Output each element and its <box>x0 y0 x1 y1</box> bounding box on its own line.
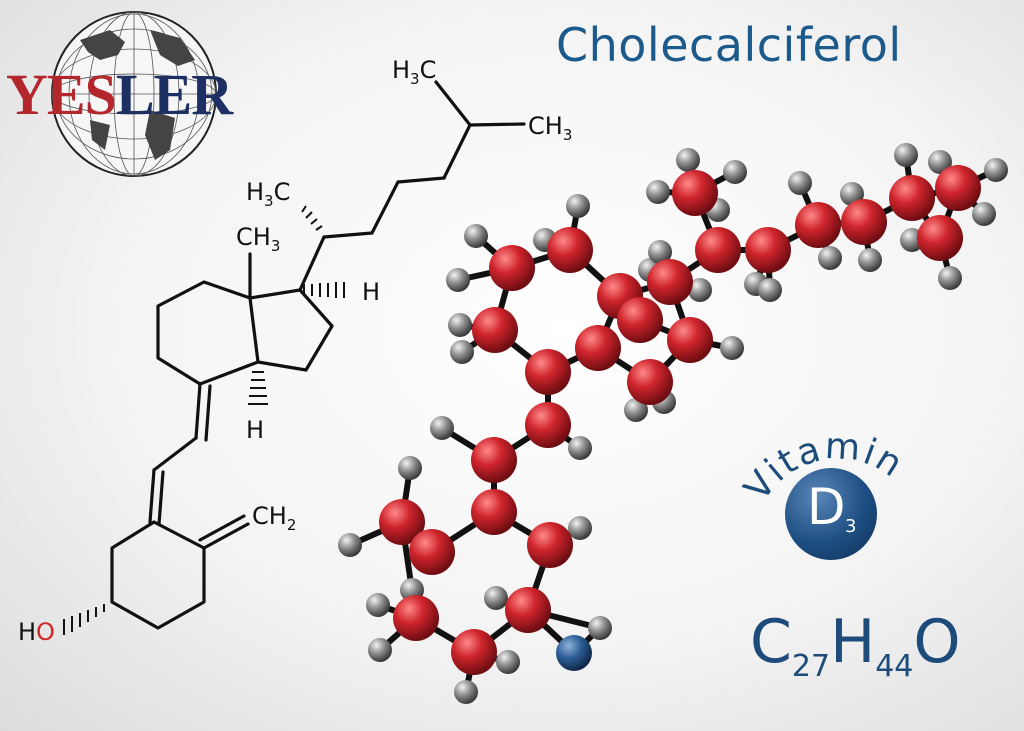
hydrogen-atom <box>484 586 508 610</box>
hydrogen-atom <box>568 436 592 460</box>
hydrogen-atom <box>398 456 422 480</box>
carbon-atom <box>889 175 935 221</box>
carbon-atom <box>617 297 663 343</box>
carbon-atom <box>575 325 621 371</box>
hydrogen-atom <box>758 278 782 302</box>
hydrogen-atom <box>938 266 962 290</box>
carbon-atom <box>472 307 518 353</box>
h-right-label: H <box>362 278 380 306</box>
ch3-right-label: CH <box>528 112 563 140</box>
hydrogen-atom <box>720 336 744 360</box>
hydrogen-atom <box>624 398 648 422</box>
svg-text:H3C: H3C <box>246 178 290 210</box>
hydrogen-atom <box>430 416 454 440</box>
carbon-atom <box>409 529 455 575</box>
hydrogen-atom <box>568 516 592 540</box>
atoms <box>338 143 1008 704</box>
logo-text: YESLER <box>6 62 233 127</box>
carbon-atom <box>489 245 535 291</box>
carbon-atom <box>379 499 425 545</box>
globe-icon <box>51 11 217 177</box>
svg-text:H3C: H3C <box>392 56 436 88</box>
hydrogen-atom <box>368 638 392 662</box>
hydrogen-atom <box>496 650 520 674</box>
hydrogen-atom <box>688 278 712 302</box>
svg-text:CH3: CH3 <box>236 223 280 255</box>
carbon-atom <box>695 227 741 273</box>
carbon-atom <box>917 215 963 261</box>
carbon-atom <box>393 595 439 641</box>
hydrogen-atom <box>454 680 478 704</box>
svg-text:CH2: CH2 <box>252 502 296 534</box>
hydrogen-atom <box>450 340 474 364</box>
ch2-label: CH <box>252 502 287 530</box>
ho-label: HO <box>18 618 55 646</box>
carbon-atom <box>935 165 981 211</box>
carbon-atom <box>451 629 497 675</box>
hydrogen-atom <box>446 268 470 292</box>
carbon-atom <box>667 317 713 363</box>
hydrogen-atom <box>338 533 362 557</box>
hydrogen-atom <box>566 194 590 218</box>
carbon-atom <box>505 587 551 633</box>
carbon-atom <box>672 170 718 216</box>
svg-text:CH3: CH3 <box>528 112 572 144</box>
hydrogen-atom <box>366 593 390 617</box>
vitamin-d3-badge: D 3 <box>785 468 877 560</box>
carbon-atom <box>795 202 841 248</box>
carbon-atom <box>471 489 517 535</box>
ch3-ring-label: CH <box>236 223 271 251</box>
hydrogen-atom <box>972 202 996 226</box>
hydrogen-atom <box>788 171 812 195</box>
carbon-atom <box>471 437 517 483</box>
hydrogen-atom <box>818 246 842 270</box>
h3c-mid-label: H <box>246 178 264 206</box>
vitamin-subscript: 3 <box>845 516 857 537</box>
carbon-atom <box>527 522 573 568</box>
carbon-atom <box>525 349 571 395</box>
hydrogen-atom <box>894 143 918 167</box>
yesler-logo: YESLER <box>0 0 290 190</box>
carbon-atom <box>647 259 693 305</box>
hydrogen-atom <box>984 158 1008 182</box>
carbon-atom <box>745 227 791 273</box>
page-title: Cholecalciferol <box>556 18 902 72</box>
carbon-atom <box>627 359 673 405</box>
hydrogen-atom <box>646 180 670 204</box>
hydrogen-atom <box>928 150 952 174</box>
h-bottom-label: H <box>246 416 264 444</box>
hydrogen-atom <box>676 148 700 172</box>
hydrogen-atom <box>858 248 882 272</box>
carbon-atom <box>525 402 571 448</box>
oxygen-atom <box>556 635 592 671</box>
hydrogen-atom <box>448 313 472 337</box>
vitamin-letter: D <box>807 478 846 536</box>
carbon-atom <box>547 227 593 273</box>
hydrogen-atom <box>648 240 672 264</box>
hydrogen-atom <box>464 224 488 248</box>
molecular-formula: C27H44O <box>750 607 961 684</box>
hydrogen-atom <box>588 616 612 640</box>
carbon-atom <box>841 199 887 245</box>
hydrogen-atom <box>723 160 747 184</box>
h3c-top-label: H <box>392 56 410 84</box>
